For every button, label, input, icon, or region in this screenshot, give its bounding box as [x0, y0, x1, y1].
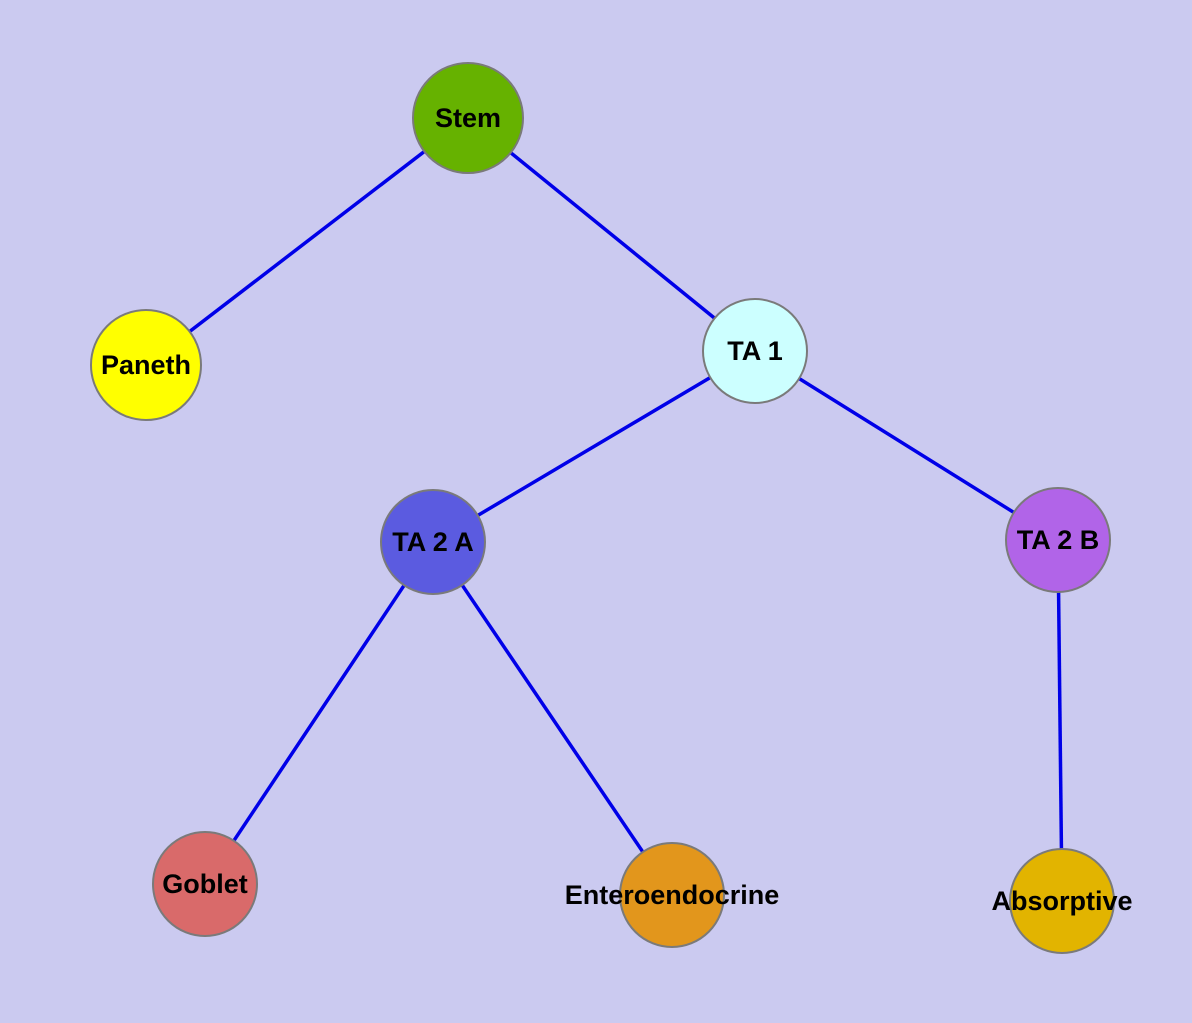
- node-stem[interactable]: Stem: [412, 62, 524, 174]
- node-circle-ta2a[interactable]: [380, 489, 486, 595]
- edge-ta1-ta2a[interactable]: [432, 349, 756, 544]
- node-circle-stem[interactable]: [412, 62, 524, 174]
- node-circle-goblet[interactable]: [152, 831, 258, 937]
- node-circle-enteroendocrine[interactable]: [619, 842, 725, 948]
- node-ta1[interactable]: TA 1: [702, 298, 808, 404]
- node-circle-absorptive[interactable]: [1009, 848, 1115, 954]
- edge-ta1-ta2b[interactable]: [754, 349, 1059, 542]
- edge-stem-paneth[interactable]: [144, 116, 470, 367]
- edge-ta2a-goblet[interactable]: [203, 541, 435, 885]
- node-circle-ta2b[interactable]: [1005, 487, 1111, 593]
- node-goblet[interactable]: Goblet: [152, 831, 258, 937]
- node-circle-ta1[interactable]: [702, 298, 808, 404]
- edge-stem-ta1[interactable]: [466, 116, 757, 353]
- node-circle-paneth[interactable]: [90, 309, 202, 421]
- node-enteroendocrine[interactable]: Enteroendocrine: [565, 842, 780, 948]
- edge-ta2a-enteroendocrine[interactable]: [431, 541, 674, 896]
- node-paneth[interactable]: Paneth: [90, 309, 202, 421]
- node-absorptive[interactable]: Absorptive: [991, 848, 1133, 954]
- node-ta2b[interactable]: TA 2 B: [1005, 487, 1111, 593]
- node-ta2a[interactable]: TA 2 A: [380, 489, 486, 595]
- edge-ta2b-absorptive[interactable]: [1056, 539, 1064, 902]
